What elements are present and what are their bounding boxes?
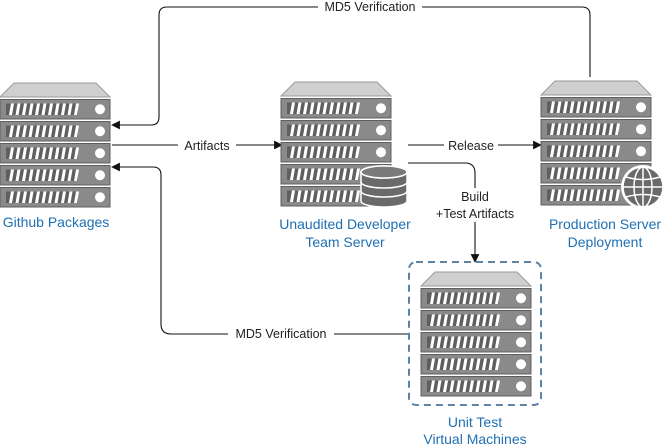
edge-md5-bottom-label: MD5 Verification: [235, 327, 326, 341]
server-rack-top: [279, 81, 393, 97]
edge-build-label-line2: +Test Artifacts: [436, 207, 514, 221]
server-rack-unit: [420, 376, 532, 397]
node-label-dev-line1: Unaudited Developer: [279, 216, 411, 232]
globe-icon: [621, 165, 665, 209]
server-rack-unit: [0, 99, 111, 120]
server-rack-top: [539, 80, 653, 96]
server-rack-unit: [280, 98, 392, 119]
edge-release: Release: [408, 138, 542, 153]
server-rack-unit: [420, 288, 532, 309]
server-prod: [539, 80, 653, 206]
server-rack-unit: [0, 165, 111, 186]
server-rack-unit: [280, 142, 392, 163]
edge-md5-bottom: MD5 Verification: [111, 162, 408, 341]
server-rack-icon: [0, 82, 112, 208]
server-rack-unit: [420, 310, 532, 331]
server-rack-icon: [539, 80, 653, 206]
server-rack-unit: [0, 143, 111, 164]
node-label-prod-line2: Deployment: [568, 234, 643, 250]
node-label-prod-line1: Production Server: [549, 216, 661, 232]
edge-md5-top: MD5 Verification: [111, 0, 591, 130]
server-github: [0, 82, 112, 208]
node-label-github: Github Packages: [3, 214, 110, 230]
edge-release-label: Release: [448, 139, 494, 153]
database-icon: [360, 165, 408, 208]
server-unit: [419, 271, 533, 397]
node-label-unit-line1: Unit Test: [448, 414, 502, 430]
edge-build-label-line1: Build: [461, 190, 489, 204]
edge-build: Build +Test Artifacts: [408, 162, 520, 263]
server-rack-icon: [419, 271, 533, 397]
server-rack-unit: [420, 332, 532, 353]
node-label-unit-line2: Virtual Machines: [423, 431, 526, 446]
server-rack-unit: [420, 354, 532, 375]
edge-md5-top-label: MD5 Verification: [324, 0, 415, 14]
server-rack-top: [419, 271, 533, 287]
server-rack-unit: [540, 141, 652, 162]
server-rack-unit: [540, 97, 652, 118]
node-label-dev-line2: Team Server: [305, 234, 385, 250]
server-rack-unit: [280, 120, 392, 141]
edge-artifacts: Artifacts: [112, 138, 283, 153]
server-rack-unit: [0, 121, 111, 142]
server-rack-unit: [540, 119, 652, 140]
server-rack-top: [0, 82, 112, 98]
unit-test-group-border: [408, 261, 542, 406]
server-rack-unit: [0, 187, 111, 208]
edge-artifacts-label: Artifacts: [184, 139, 229, 153]
